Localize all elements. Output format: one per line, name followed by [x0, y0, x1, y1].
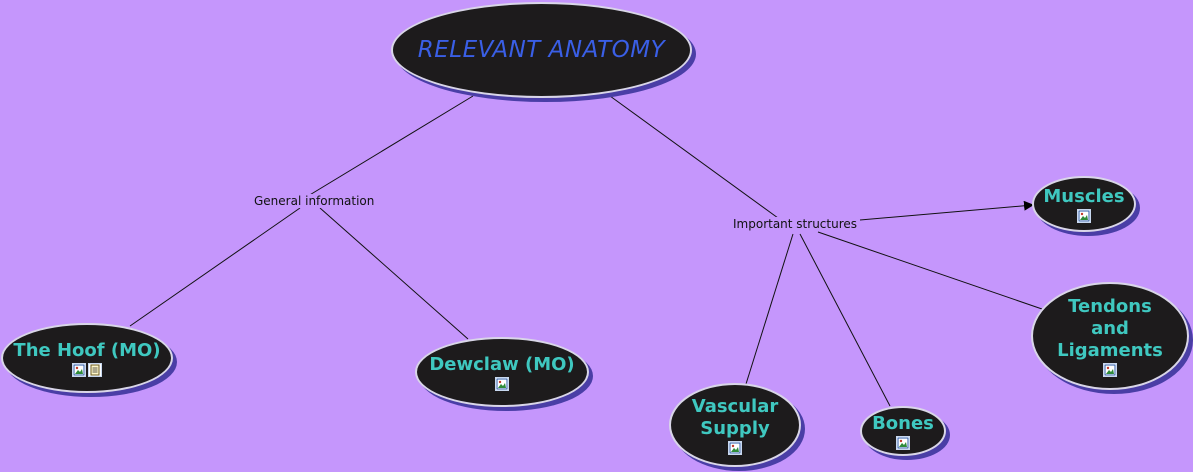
- image-icon[interactable]: [1077, 208, 1091, 223]
- line-root-structures: [609, 95, 779, 219]
- line-general-hoof: [129, 207, 301, 327]
- line-structures-muscles: [859, 200, 1034, 221]
- line-structures-vascular: [745, 233, 794, 385]
- node-tendons-and-ligaments[interactable]: Tendons and Ligaments: [1031, 282, 1189, 390]
- node-the-hoof-label: The Hoof (MO): [13, 339, 161, 361]
- node-bones-label: Bones: [872, 412, 934, 434]
- image-icon[interactable]: [495, 376, 509, 391]
- image-icon[interactable]: [728, 440, 742, 455]
- node-tendons-label: Tendons and Ligaments: [1057, 295, 1163, 361]
- image-icon[interactable]: [72, 362, 86, 377]
- root-node-label: RELEVANT ANATOMY: [417, 37, 666, 63]
- root-node[interactable]: RELEVANT ANATOMY: [391, 2, 692, 98]
- node-dewclaw[interactable]: Dewclaw (MO): [415, 337, 589, 407]
- line-structures-tendons: [817, 231, 1043, 310]
- line-general-dewclaw: [319, 207, 469, 340]
- node-muscles-label: Muscles: [1043, 185, 1125, 207]
- line-structures-bones: [799, 233, 891, 407]
- node-muscles[interactable]: Muscles: [1032, 176, 1136, 232]
- node-the-hoof[interactable]: The Hoof (MO): [1, 323, 173, 393]
- line-root-general: [307, 95, 474, 197]
- node-dewclaw-label: Dewclaw (MO): [429, 353, 575, 375]
- document-icon[interactable]: [88, 362, 102, 377]
- link-label-important-structures: Important structures: [732, 217, 859, 231]
- image-icon[interactable]: [896, 435, 910, 450]
- node-vascular-label: Vascular Supply: [691, 395, 779, 439]
- node-bones[interactable]: Bones: [860, 406, 946, 456]
- link-label-general-information: General information: [253, 194, 376, 208]
- image-icon[interactable]: [1103, 362, 1117, 377]
- node-vascular-supply[interactable]: Vascular Supply: [669, 383, 801, 467]
